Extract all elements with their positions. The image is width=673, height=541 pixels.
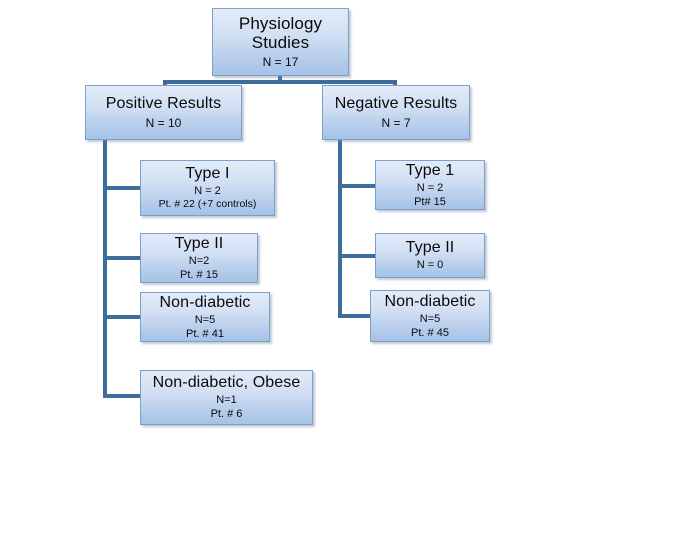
node-title: Non-diabetic xyxy=(159,293,251,311)
connector-positive-branch-2 xyxy=(103,256,143,260)
node-title: Non-diabetic xyxy=(384,292,476,310)
connector-negative-trunk xyxy=(338,140,342,318)
connector-to-negative xyxy=(393,80,397,88)
node-positive-results[interactable]: Positive Results N = 10 xyxy=(85,85,242,140)
node-positive-type-ii[interactable]: Type II N=2 Pt. # 15 xyxy=(140,233,258,283)
node-negative-non-diabetic[interactable]: Non-diabetic N=5 Pt. # 45 xyxy=(370,290,490,342)
connector-negative-branch-1 xyxy=(338,184,378,188)
node-detail: Pt# 15 xyxy=(414,195,446,208)
node-positive-type-i[interactable]: Type I N = 2 Pt. # 22 (+7 controls) xyxy=(140,160,275,216)
node-title-line2: Studies xyxy=(251,33,310,53)
connector-positive-branch-1 xyxy=(103,186,143,190)
node-count: N = 17 xyxy=(262,55,299,70)
node-detail: Pt. # 45 xyxy=(411,326,449,339)
node-count: N=5 xyxy=(419,312,441,325)
node-detail: Pt. # 22 (+7 controls) xyxy=(158,198,257,211)
node-detail: Pt. # 41 xyxy=(186,327,224,340)
node-positive-non-diabetic[interactable]: Non-diabetic N=5 Pt. # 41 xyxy=(140,292,270,342)
node-physiology-studies[interactable]: Physiology Studies N = 17 xyxy=(212,8,349,76)
connector-root-bar xyxy=(163,80,397,84)
node-count: N=1 xyxy=(216,394,237,407)
node-negative-results[interactable]: Negative Results N = 7 xyxy=(322,85,470,140)
connector-negative-branch-2 xyxy=(338,254,378,258)
node-detail: Pt. # 15 xyxy=(180,268,218,281)
connector-to-positive xyxy=(163,80,167,88)
node-count: N = 2 xyxy=(416,181,444,194)
node-count: N = 7 xyxy=(381,115,411,130)
node-count: N=5 xyxy=(194,313,216,326)
node-negative-type-1[interactable]: Type 1 N = 2 Pt# 15 xyxy=(375,160,485,210)
connector-positive-trunk xyxy=(103,140,107,398)
node-detail: Pt. # 6 xyxy=(210,408,243,421)
connector-negative-branch-3 xyxy=(338,314,374,318)
node-count: N = 0 xyxy=(416,259,444,272)
node-count: N = 2 xyxy=(194,184,221,197)
connector-positive-branch-3 xyxy=(103,315,143,319)
node-positive-non-diabetic-obese[interactable]: Non-diabetic, Obese N=1 Pt. # 6 xyxy=(140,370,313,425)
node-title: Type II xyxy=(405,239,455,257)
node-title: Type 1 xyxy=(405,161,455,179)
node-title-line1: Physiology xyxy=(238,14,323,34)
node-negative-type-ii[interactable]: Type II N = 0 xyxy=(375,233,485,278)
node-title: Positive Results xyxy=(105,94,222,112)
node-title: Non-diabetic, Obese xyxy=(152,374,301,392)
node-count: N = 10 xyxy=(145,115,182,130)
node-title: Negative Results xyxy=(334,94,458,112)
connector-positive-branch-4 xyxy=(103,394,143,398)
node-count: N=2 xyxy=(188,254,210,267)
node-title: Type I xyxy=(185,165,230,183)
node-title: Type II xyxy=(174,234,224,252)
